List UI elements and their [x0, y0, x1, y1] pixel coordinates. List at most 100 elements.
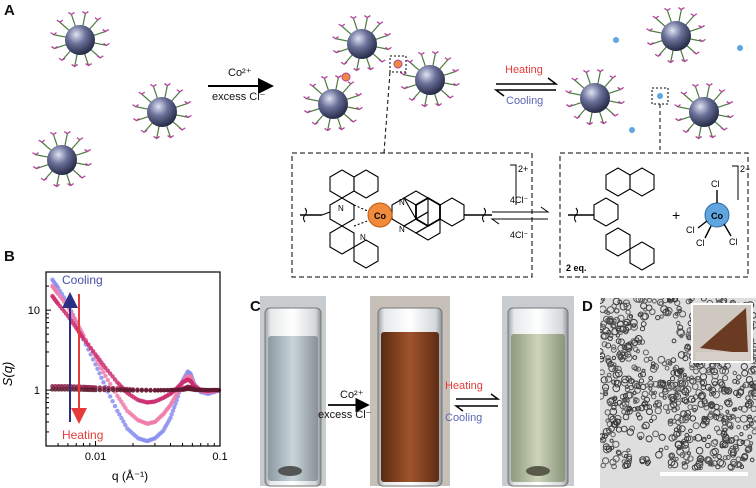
nanoparticle-icon: [303, 74, 363, 132]
data-point-series-2: [103, 373, 108, 379]
chloride-label: Cl: [686, 225, 695, 235]
free-cocl4-icon: [737, 45, 743, 51]
vial-after-heating: [502, 296, 574, 487]
data-point-series-5: [215, 387, 220, 393]
vial-before: [260, 296, 326, 487]
vial-with-cobalt: [370, 296, 450, 487]
data-point-series-2: [108, 381, 113, 387]
data-point-series-4: [59, 384, 64, 389]
data-point-series-5: [148, 388, 153, 393]
data-point-series-5: [130, 388, 136, 393]
data-point-series-5: [62, 387, 67, 392]
data-point-series-5: [158, 388, 164, 393]
heating-annotation: Heating: [62, 428, 103, 442]
data-point-series-5: [53, 387, 58, 392]
data-point-series-5: [152, 388, 158, 393]
heating-label-a: Heating: [505, 64, 543, 76]
data-point-series-3: [86, 342, 91, 348]
data-point-series-3: [88, 345, 93, 351]
plus-sign: +: [672, 207, 680, 223]
data-point-series-3: [110, 374, 115, 379]
data-point-series-5: [110, 387, 116, 393]
cooling-annotation: Cooling: [62, 273, 103, 287]
cooling-label-c: Cooling: [445, 412, 483, 424]
chloride-label: Cl: [711, 179, 720, 189]
data-point-series-1: [95, 366, 100, 371]
data-point-series-1: [108, 394, 113, 399]
data-point-series-5: [59, 387, 64, 392]
complex-charge: 2+: [518, 164, 528, 174]
tem-micrograph: [600, 298, 756, 488]
data-point-series-5: [93, 387, 98, 393]
data-point-series-5: [115, 387, 120, 393]
nanoparticles-group: [32, 6, 734, 188]
y-tick-label: 10: [28, 305, 40, 317]
nitrogen-label: N: [360, 233, 366, 242]
complex-inset-box: [291, 152, 533, 278]
chloride-label: Cl: [729, 237, 738, 247]
zoom-box-left: [389, 55, 407, 73]
data-point-series-5: [102, 387, 107, 393]
panel-d-label: D: [582, 298, 593, 315]
data-point-series-3: [103, 365, 108, 370]
data-point-series-5: [56, 387, 61, 392]
nanoparticle-icon: [332, 14, 392, 72]
data-point-series-1: [173, 401, 178, 406]
reaction-reagent-bottom: excess Cl⁻: [212, 91, 266, 103]
data-point-series-1: [112, 403, 118, 409]
plot-frame: [45, 271, 221, 447]
data-point-series-3: [83, 339, 89, 344]
free-terpyridine: [568, 167, 655, 271]
data-point-series-2: [105, 377, 111, 383]
data-point-series-5: [144, 388, 149, 393]
data-point-series-2: [99, 366, 104, 371]
vial-reagent-top: Co²⁺: [340, 389, 364, 401]
data-point-series-1: [123, 422, 128, 428]
nanoparticle-icon: [674, 82, 734, 140]
data-point-series-4: [53, 384, 58, 389]
inset-photo: [691, 303, 753, 363]
data-point-series-1: [115, 408, 120, 414]
x-tick-label: 0.1: [212, 451, 227, 463]
chloride-label: Cl: [696, 238, 705, 248]
data-point-series-3: [90, 349, 96, 354]
x-tick-label: 0.01: [85, 451, 106, 463]
cooling-label-a: Cooling: [506, 95, 544, 107]
nanoparticle-icon: [400, 50, 460, 108]
nanoparticle-icon: [132, 82, 192, 140]
data-point-series-5: [106, 387, 111, 393]
data-point-series-1: [117, 412, 122, 417]
data-point-series-1: [172, 405, 177, 410]
y-tick-label: 1: [34, 385, 40, 397]
data-point-series-4: [62, 384, 67, 389]
y-axis-label: S(q): [0, 362, 15, 387]
data-point-series-5: [135, 388, 140, 393]
equivalents-label: 2 eq.: [566, 263, 587, 273]
nanoparticle-icon: [646, 6, 706, 64]
panel-b-label: B: [4, 248, 15, 265]
data-point-series-1: [110, 399, 115, 404]
data-point-series-5: [127, 388, 133, 393]
vial-reagent-bottom: excess Cl⁻: [318, 409, 372, 421]
reverse-half-arrow: [493, 89, 556, 97]
anion-charge: 2−: [740, 164, 750, 174]
panel-c-label: C: [250, 298, 261, 315]
data-point-series-1: [93, 362, 98, 367]
data-point-series-5: [155, 388, 161, 393]
nanoparticle-icon: [565, 68, 625, 126]
cobalt-ion-icon: [393, 59, 403, 69]
data-point-series-5: [162, 388, 167, 393]
cobalt-center-label: Co: [374, 211, 386, 221]
forward-reagent: 4Cl⁻: [510, 195, 529, 205]
panel-a-scheme: Co N N N N 2+ 4Cl⁻ 4Cl⁻ 2 eq. + Co Cl Cl…: [32, 6, 750, 278]
data-point-series-2: [101, 370, 106, 375]
data-point-series-1: [97, 371, 102, 376]
data-point-series-1: [119, 415, 124, 421]
data-point-series-5: [121, 388, 126, 393]
data-point-series-3: [112, 377, 118, 382]
data-point-series-1: [101, 380, 106, 385]
cobalt-markers-group: [341, 59, 403, 82]
data-point-series-3: [81, 336, 86, 341]
nitrogen-label: N: [338, 204, 344, 213]
